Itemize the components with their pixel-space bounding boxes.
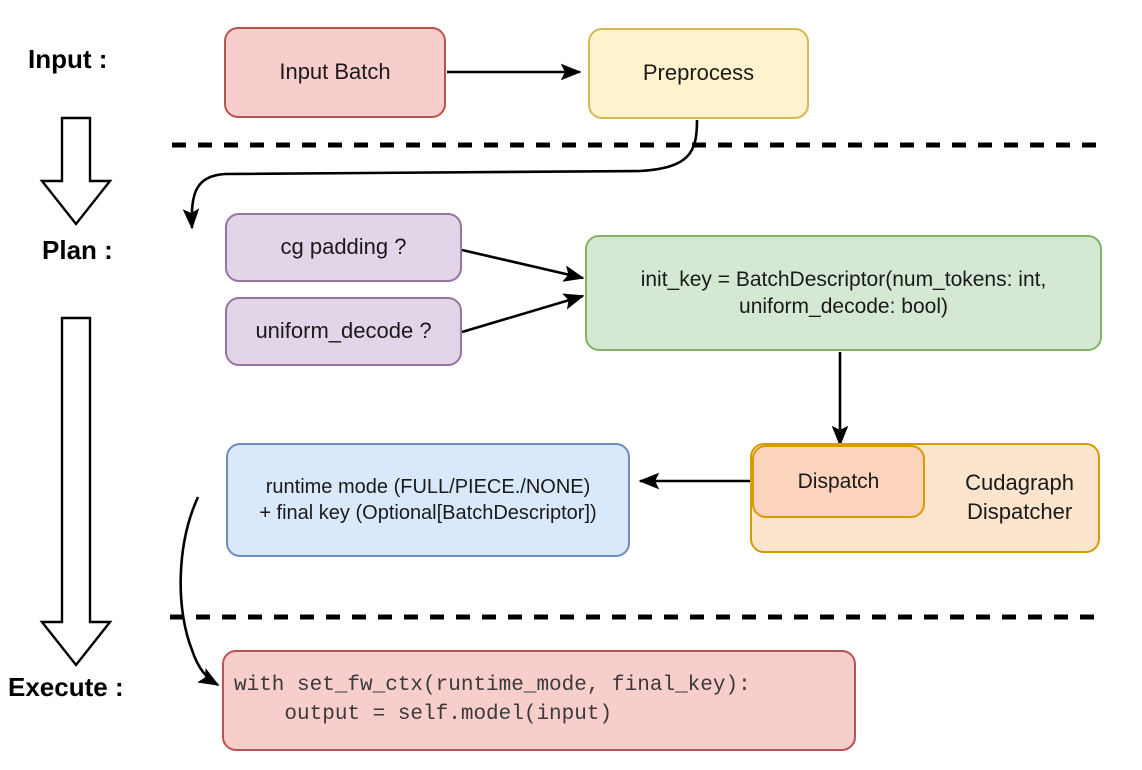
- edge-runtime-mode-to-execute: [179, 496, 220, 687]
- stage-label-execute: Execute :: [8, 672, 124, 702]
- node-runtime-mode-label-line1: runtime mode (FULL/PIECE./NONE): [265, 476, 591, 498]
- node-runtime-mode-text: runtime mode (FULL/PIECE./NONE) + final …: [238, 474, 618, 526]
- node-cg-padding[interactable]: cg padding ?: [225, 213, 462, 282]
- stage-arrow-input-plan: [39, 116, 113, 226]
- node-uniform-decode[interactable]: uniform_decode ?: [225, 297, 462, 366]
- edge-cg-padding-to-init-key: [461, 248, 585, 282]
- node-dispatch[interactable]: Dispatch: [752, 445, 925, 518]
- node-input-batch[interactable]: Input Batch: [224, 27, 446, 118]
- node-execute-code-line2: output = self.model(input): [234, 702, 613, 726]
- stage-label-input: Input :: [28, 44, 108, 74]
- edge-preprocess-to-cg-padding: [182, 119, 699, 230]
- node-init-key-label-line1: init_key = BatchDescriptor(num_tokens: i…: [640, 267, 1047, 291]
- node-init-key-label-line2: uniform_decode: bool): [739, 295, 948, 318]
- node-cg-padding-label: cg padding ?: [280, 234, 407, 260]
- node-preprocess[interactable]: Preprocess: [588, 28, 809, 119]
- node-cudagraph-dispatcher[interactable]: Cudagraph Dispatcher: [750, 443, 1100, 553]
- node-cudagraph-dispatcher-label-line2: Dispatcher: [966, 499, 1073, 524]
- node-uniform-decode-label: uniform_decode ?: [255, 318, 432, 344]
- node-preprocess-label: Preprocess: [642, 60, 755, 86]
- node-dispatch-label: Dispatch: [797, 469, 880, 493]
- node-execute-code-text: with set_fw_ctx(runtime_mode, final_key)…: [234, 672, 844, 729]
- stage-label-plan: Plan :: [42, 235, 113, 265]
- node-input-batch-label: Input Batch: [279, 59, 391, 85]
- node-cudagraph-dispatcher-label-line1: Cudagraph: [965, 470, 1074, 496]
- node-runtime-mode[interactable]: runtime mode (FULL/PIECE./NONE) + final …: [226, 443, 630, 557]
- stage-arrow-plan-execute: [39, 316, 113, 667]
- node-init-key[interactable]: init_key = BatchDescriptor(num_tokens: i…: [585, 235, 1102, 351]
- node-runtime-mode-label-line2: + final key (Optional[BatchDescriptor]): [259, 502, 597, 524]
- node-cudagraph-dispatcher-text: Cudagraph Dispatcher: [965, 469, 1074, 526]
- edge-uniform-decode-to-init-key: [461, 293, 585, 334]
- node-execute-code-line1: with set_fw_ctx(runtime_mode, final_key)…: [234, 674, 751, 698]
- node-execute-code[interactable]: with set_fw_ctx(runtime_mode, final_key)…: [222, 650, 856, 751]
- node-init-key-text: init_key = BatchDescriptor(num_tokens: i…: [597, 266, 1090, 321]
